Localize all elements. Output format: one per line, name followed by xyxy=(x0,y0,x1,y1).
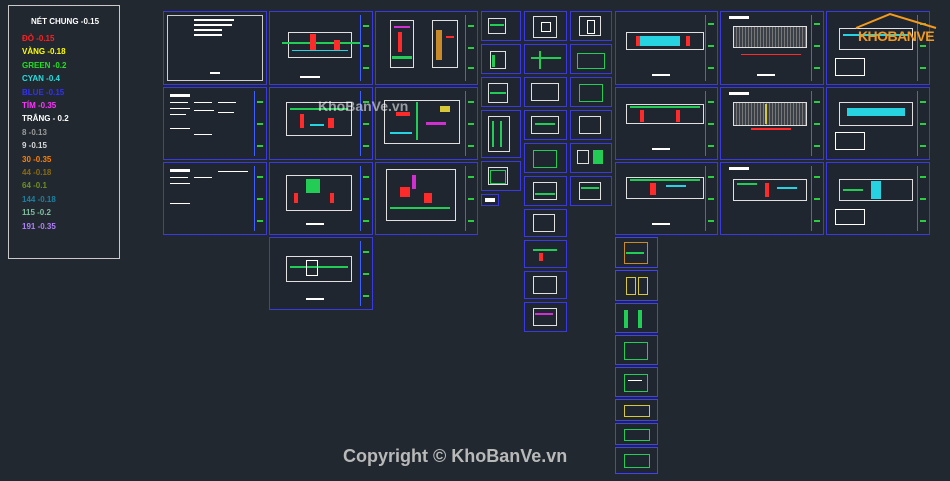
sheet-detail-c3[interactable] xyxy=(570,77,612,107)
house-roof-icon xyxy=(855,12,937,29)
sheet-section-r1[interactable] xyxy=(720,11,824,85)
sheet-notes-2[interactable] xyxy=(163,162,267,235)
sheet-plan-r2[interactable] xyxy=(615,87,718,160)
sheet-detail-d4[interactable] xyxy=(615,335,658,365)
sheet-detail-b4[interactable] xyxy=(524,110,567,140)
sheet-detail-a6[interactable] xyxy=(481,194,499,206)
sheet-cover[interactable] xyxy=(163,11,267,85)
sheet-roof-plan[interactable] xyxy=(269,237,373,310)
sheet-detail-b10[interactable] xyxy=(524,302,567,332)
sheet-detail-c1[interactable] xyxy=(570,11,612,41)
cover-frame xyxy=(167,15,263,81)
legend-title: NÉT CHUNG -0.15 xyxy=(31,17,100,26)
watermark-text: KhoBanVe.vn xyxy=(318,98,409,114)
sheet-detail-b1[interactable] xyxy=(524,11,567,41)
legend-item: 64 -0.1 xyxy=(22,181,47,191)
legend-item: ĐỎ -0.15 xyxy=(22,34,55,43)
sheet-detail-d7[interactable] xyxy=(615,423,658,445)
sheet-detail-b2[interactable] xyxy=(524,44,567,74)
sheet-elevation-r3[interactable] xyxy=(826,162,930,235)
brand-logo: KHOBANVE xyxy=(850,10,942,52)
legend-item: 44 -0.18 xyxy=(22,168,52,177)
legend-item: TÍM -0.35 xyxy=(22,101,57,110)
sheet-floor-plan-2[interactable] xyxy=(375,87,478,160)
sheet-elevation-r2[interactable] xyxy=(826,87,930,160)
sheet-detail-a4[interactable] xyxy=(481,110,521,158)
legend-item: 30 -0.35 xyxy=(22,154,52,164)
sheet-detail-a5[interactable] xyxy=(481,161,521,191)
sheet-floor-plan-3[interactable] xyxy=(269,162,373,235)
sheet-detail-d6[interactable] xyxy=(615,399,658,421)
legend-item: VÀNG -0.18 xyxy=(22,47,66,57)
sheet-detail-d1[interactable] xyxy=(615,237,658,268)
legend-item: 8 -0.13 xyxy=(22,127,47,137)
sheet-detail-b7[interactable] xyxy=(524,209,567,237)
sheet-plan-r1[interactable] xyxy=(615,11,718,85)
legend-item: GREEN -0.2 xyxy=(22,60,67,70)
sheet-detail-a3[interactable] xyxy=(481,77,521,107)
layer-legend-panel: NÉT CHUNG -0.15 xyxy=(8,5,120,259)
sheet-detail-b8[interactable] xyxy=(524,240,567,268)
sheet-detail-d2[interactable] xyxy=(615,270,658,301)
sheet-floor-plan-4[interactable] xyxy=(375,162,478,235)
sheet-detail-b3[interactable] xyxy=(524,77,567,107)
legend-item: BLUE -0.15 xyxy=(22,87,65,97)
sheet-detail-b9[interactable] xyxy=(524,271,567,299)
legend-item: 115 -0.2 xyxy=(22,208,51,218)
sheet-detail-b6[interactable] xyxy=(524,176,567,206)
copyright-text: Copyright © KhoBanVe.vn xyxy=(343,446,568,466)
sheet-detail-a2[interactable] xyxy=(481,44,521,74)
brand-logo-text: KHOBANVE xyxy=(857,28,935,44)
sheet-detail-c4[interactable] xyxy=(570,110,612,140)
legend-item: 9 -0.15 xyxy=(22,141,47,151)
sheet-notes-1[interactable] xyxy=(163,87,267,160)
sheet-site-plan[interactable] xyxy=(269,11,373,85)
sheet-elevation-r1[interactable] xyxy=(826,11,930,85)
legend-item: 191 -0.35 xyxy=(22,221,56,231)
sheet-detail-c5[interactable] xyxy=(570,143,612,173)
sheet-section-r2[interactable] xyxy=(720,87,824,160)
sheet-detail-d8[interactable] xyxy=(615,447,658,474)
sheet-detail-d3[interactable] xyxy=(615,303,658,333)
legend-item: 144 -0.18 xyxy=(22,194,56,204)
sheet-floor-plan-1[interactable] xyxy=(269,87,373,160)
sheet-detail-a1[interactable] xyxy=(481,11,521,41)
sheet-elevation-1[interactable] xyxy=(375,11,478,85)
sheet-plan-r3[interactable] xyxy=(615,162,718,235)
sheet-section-r3[interactable] xyxy=(720,162,824,235)
sheet-detail-c6[interactable] xyxy=(570,176,612,206)
sheet-detail-b5[interactable] xyxy=(524,143,567,173)
legend-item: TRẮNG - 0.2 xyxy=(22,114,69,124)
sheet-detail-c2[interactable] xyxy=(570,44,612,74)
legend-item: CYAN -0.4 xyxy=(22,74,60,84)
sheet-detail-d5[interactable] xyxy=(615,367,658,397)
